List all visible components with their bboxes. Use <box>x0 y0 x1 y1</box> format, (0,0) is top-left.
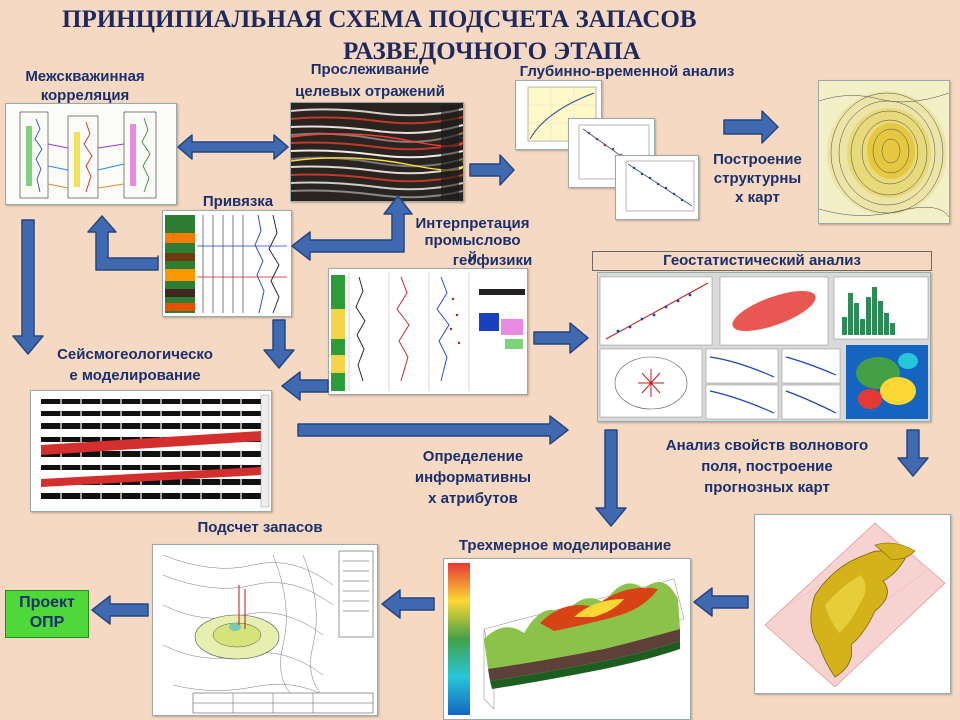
binding-image <box>162 210 292 317</box>
arrow-to-attributes <box>297 415 569 445</box>
arrow-prognosis-3d <box>693 587 749 617</box>
label-geostat: Геостатистический анализ <box>592 251 932 271</box>
structural-map-image <box>818 80 950 224</box>
arrow-to-prognosis <box>897 429 929 477</box>
arrow-to-3d-modeling <box>595 429 627 527</box>
label-reserves: Подсчет запасов <box>197 519 323 536</box>
arrow-binding-down <box>263 319 295 369</box>
page-title-line2: РАЗВЕДОЧНОГО ЭТАПА <box>343 38 641 65</box>
seismic-tracing-image <box>290 102 464 202</box>
arrow-reserves-project <box>91 595 149 625</box>
seismogeo-modeling-image <box>30 390 272 512</box>
depth-time-chart-3 <box>615 155 699 220</box>
well-logging-image <box>328 268 528 395</box>
page-title-line1: ПРИНЦИПИАЛЬНАЯ СХЕМА ПОДСЧЕТА ЗАПАСОВ <box>62 6 697 33</box>
label-tracing: Прослеживание целевых отражений <box>295 61 445 100</box>
arrow-left-column-down <box>12 219 44 355</box>
arrow-to-structural-maps <box>723 110 779 144</box>
3d-model-image <box>443 558 691 720</box>
label-interpretation: Интерпретация промыслово й геофизики <box>415 215 533 269</box>
label-structural-maps: Построение структурны х карт <box>713 151 802 206</box>
arrow-binding-loop <box>87 215 159 271</box>
project-box: Проект ОПР <box>5 590 89 638</box>
arrow-interpretation-binding <box>291 195 413 261</box>
label-correlation: Межскважинная корреляция <box>25 68 145 104</box>
label-seismogeo: Сейсмогеологическо е моделирование <box>57 346 213 384</box>
arrow-correlation-tracing <box>177 134 289 160</box>
label-depth-time: Глубинно-временной анализ <box>519 63 735 80</box>
label-attributes: Определение информативны х атрибутов <box>414 448 532 507</box>
prognosis-map-image <box>754 514 951 694</box>
well-correlation-image <box>5 103 177 205</box>
reserves-map-image <box>152 544 378 716</box>
geostat-analysis-image <box>597 272 931 422</box>
arrow-interpretation-seismogeo <box>281 371 329 401</box>
arrow-interpretation-geostat <box>533 322 589 354</box>
arrow-3d-reserves <box>381 589 435 619</box>
label-binding: Привязка <box>202 193 274 210</box>
label-wave-field: Анализ свойств волнового поля, построени… <box>665 437 869 496</box>
arrow-tracing-depthtime <box>469 154 515 186</box>
label-3d-modeling: Трехмерное моделирование <box>458 537 672 554</box>
